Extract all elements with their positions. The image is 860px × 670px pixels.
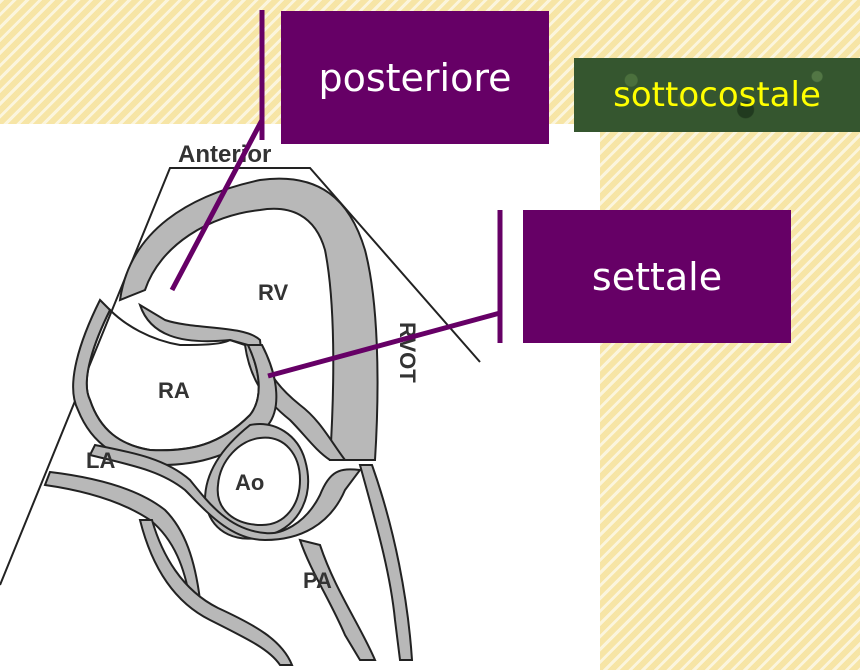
ra-label: RA xyxy=(158,378,190,403)
pa-wall xyxy=(300,465,412,660)
posteriore-callout-text: posteriore xyxy=(318,56,511,100)
rv-label: RV xyxy=(258,280,288,305)
settale-callout-text: settale xyxy=(592,255,722,299)
ao-label: Ao xyxy=(235,470,264,495)
settale-callout: settale xyxy=(523,210,791,343)
rvot-label: RVOT xyxy=(395,322,420,383)
view-label: sottocostale xyxy=(574,58,860,132)
la-label: LA xyxy=(86,448,115,473)
posteriore-callout: posteriore xyxy=(281,11,549,144)
anterior-label: Anterior xyxy=(178,141,271,168)
pa-label: PA xyxy=(303,568,332,593)
lower-wall xyxy=(140,520,292,665)
view-label-text: sottocostale xyxy=(613,75,821,115)
